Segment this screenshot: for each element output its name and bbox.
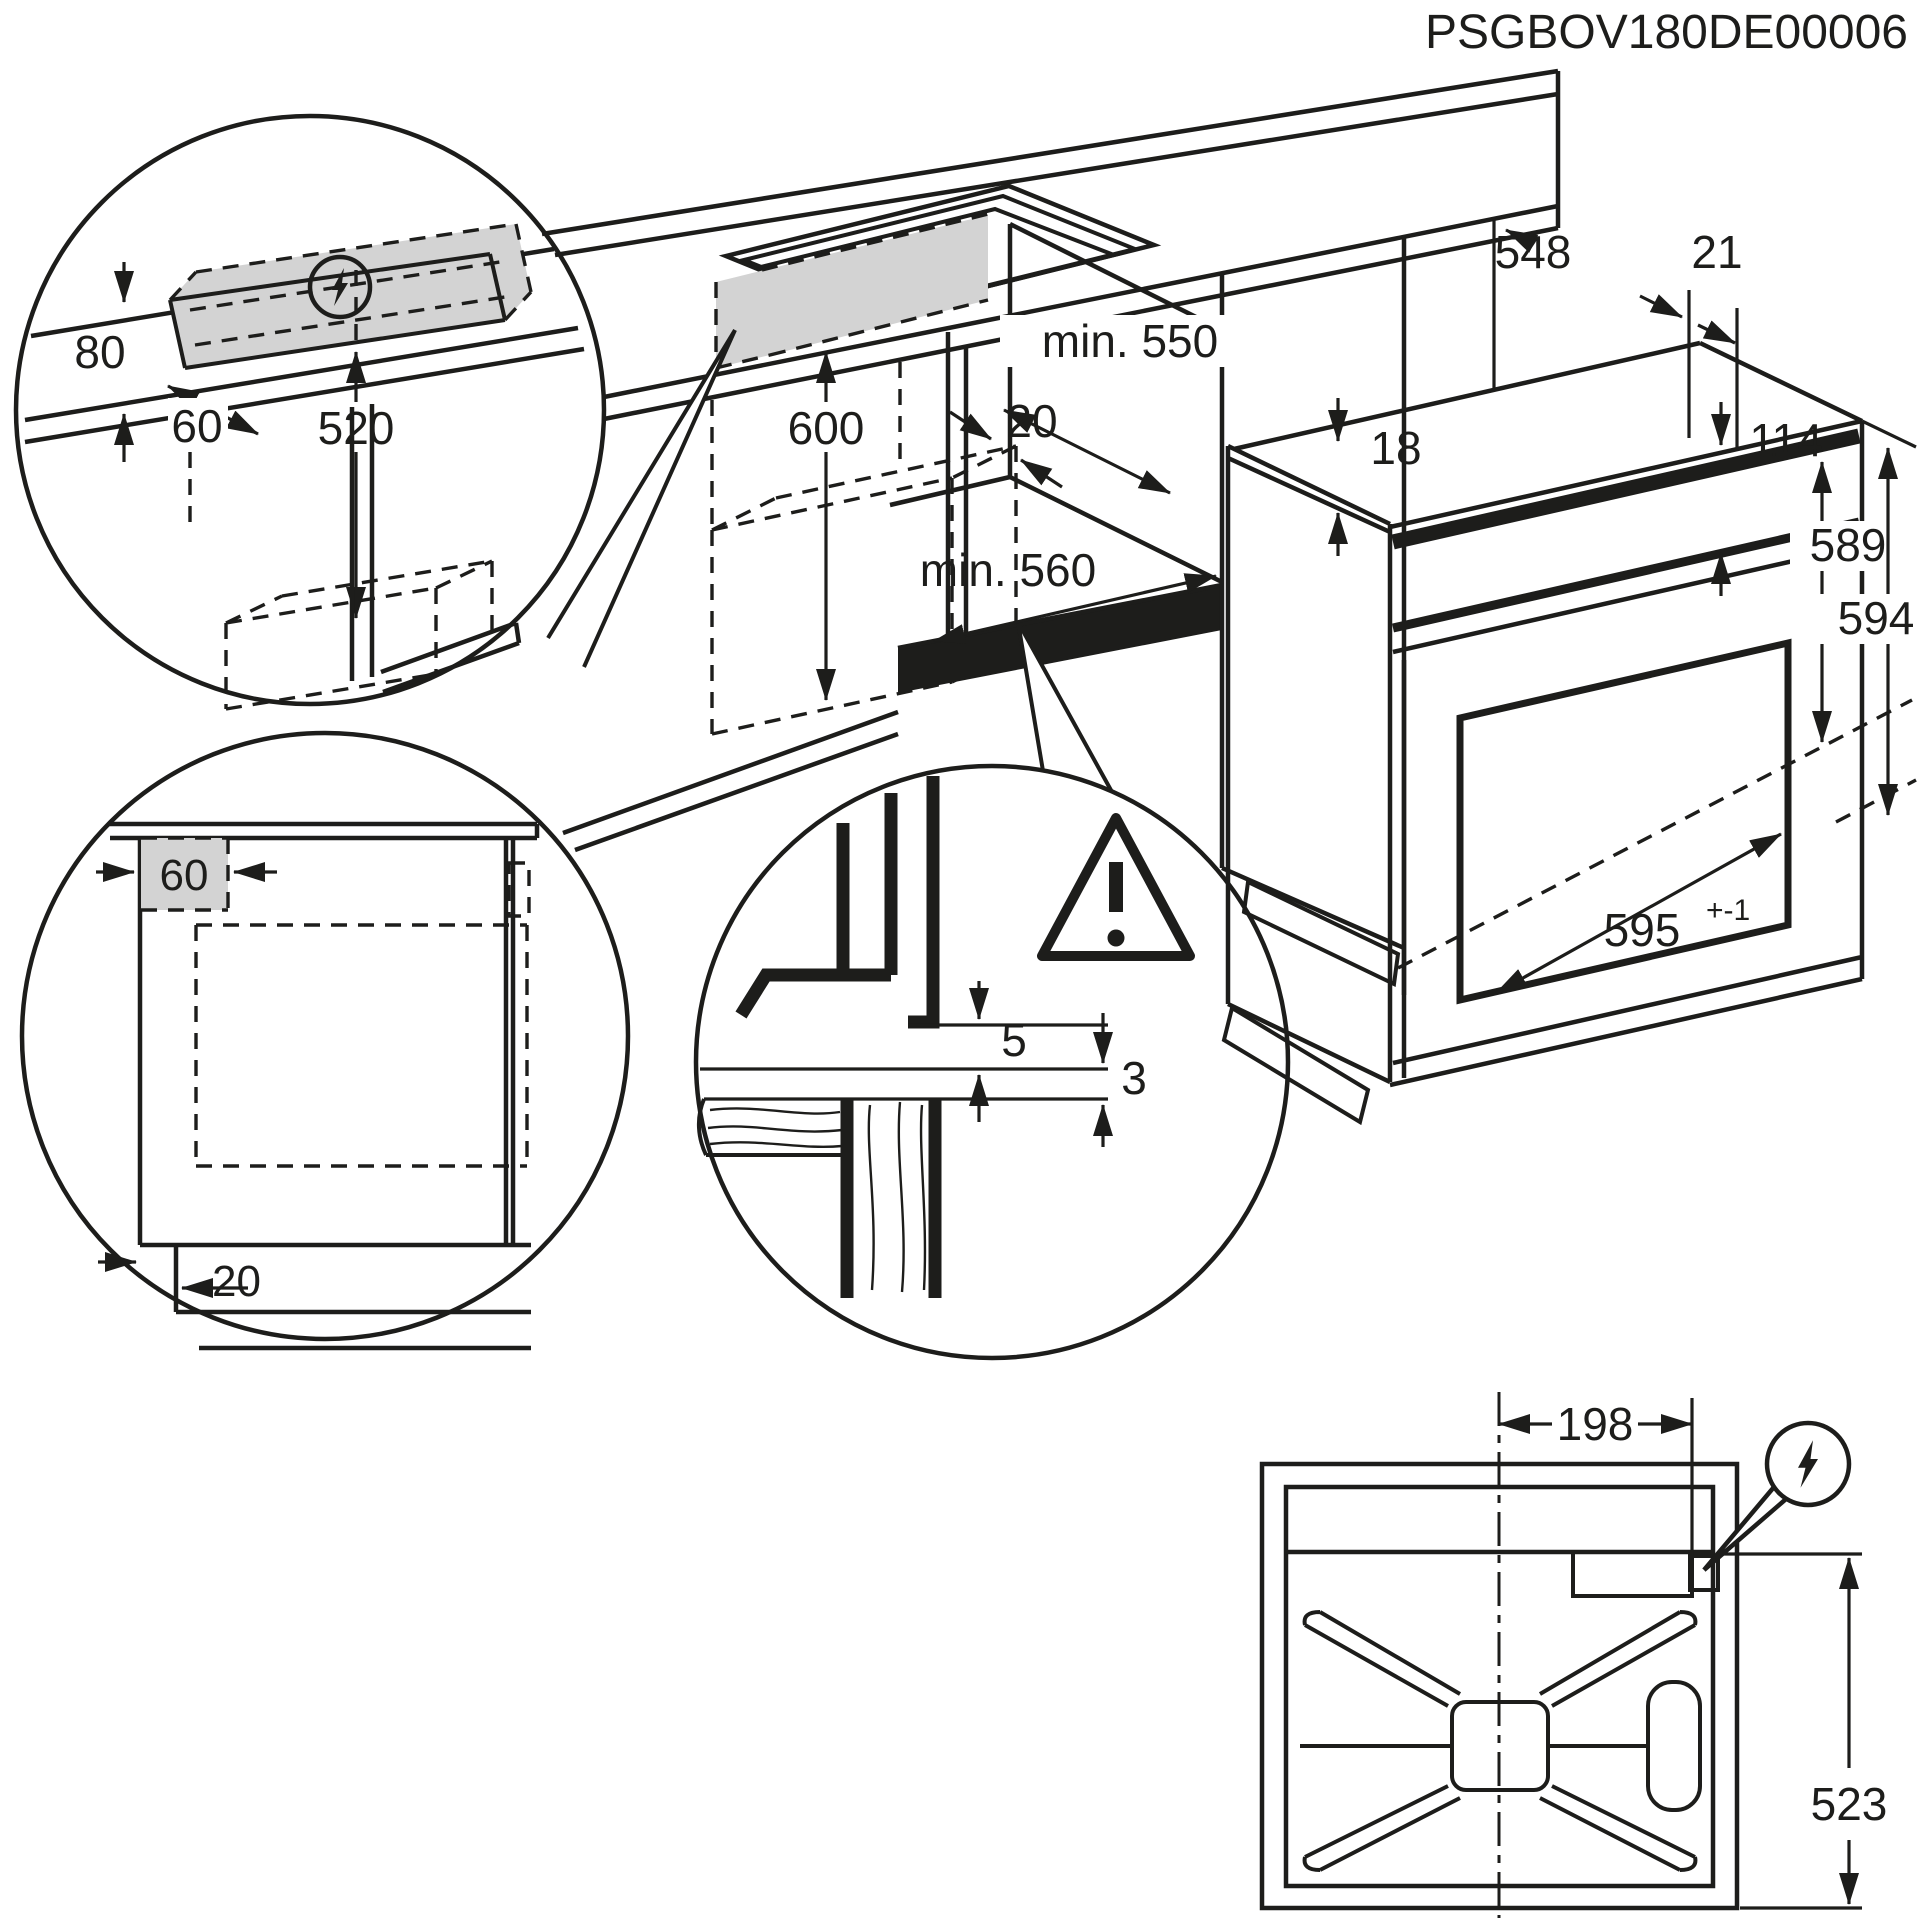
dim-overall-height: 594 xyxy=(1818,447,1920,824)
pointer-gap-detail xyxy=(1016,621,1114,793)
dim-body-depth: 548 xyxy=(1492,218,1691,438)
svg-text:594: 594 xyxy=(1838,592,1915,644)
svg-text:20: 20 xyxy=(212,1257,261,1306)
svg-text:+-1: +-1 xyxy=(1706,894,1750,927)
dim-connection-drop: 523 xyxy=(1716,1552,1888,1910)
lightning-icon-rear xyxy=(1702,1420,1852,1572)
connection-box xyxy=(168,222,533,370)
svg-text:114: 114 xyxy=(1749,414,1822,466)
svg-text:20: 20 xyxy=(1006,395,1057,447)
svg-text:595: 595 xyxy=(1604,904,1681,956)
svg-text:80: 80 xyxy=(74,326,125,378)
dim-niche-height: 600 xyxy=(788,351,865,701)
oven-view: 548 21 18 114 589 594 xyxy=(1221,218,1920,1126)
detail-circle-side: 60 20 xyxy=(19,730,631,1351)
dim-connection-offset-rear: 198 xyxy=(1498,1398,1694,1556)
dim-oven-width: 595 +-1 xyxy=(1397,698,1913,995)
lightning-icon xyxy=(307,254,373,320)
dim-connection-offset: 60 xyxy=(167,384,259,525)
warning-icon xyxy=(1037,813,1195,961)
detail-circle-gap: 5 3 xyxy=(693,763,1291,1361)
dim-upper-gap: 5 xyxy=(969,981,1027,1122)
svg-text:min. 550: min. 550 xyxy=(1042,315,1218,367)
dim-drop-height: 520 xyxy=(316,351,400,619)
connection-zone-panel xyxy=(714,211,993,370)
main-view: 600 min. 550 20 min. 560 xyxy=(541,68,1561,995)
svg-text:21: 21 xyxy=(1691,226,1742,278)
pointer-connection-detail xyxy=(546,328,737,668)
dim-panel-height: 114 xyxy=(1711,402,1823,596)
worktop-wood-section xyxy=(697,1098,844,1157)
svg-text:520: 520 xyxy=(318,402,395,454)
svg-text:548: 548 xyxy=(1495,226,1572,278)
svg-text:600: 600 xyxy=(788,402,865,454)
svg-text:589: 589 xyxy=(1810,519,1887,571)
drawing-code: PSGBOV180DE00006 xyxy=(1425,6,1908,59)
connection-zone-side: 60 xyxy=(141,836,230,912)
svg-text:60: 60 xyxy=(160,851,209,900)
svg-text:min. 560: min. 560 xyxy=(920,544,1096,596)
svg-text:5: 5 xyxy=(1001,1014,1027,1066)
dim-niche-width: min. 560 xyxy=(920,544,1217,644)
svg-text:18: 18 xyxy=(1370,422,1421,474)
dim-rear-gap: 20 xyxy=(949,395,1063,489)
dim-connection-gap: 80 xyxy=(74,262,134,462)
svg-text:198: 198 xyxy=(1557,1398,1634,1450)
dim-lower-gap: 3 xyxy=(1093,1013,1147,1147)
svg-text:60: 60 xyxy=(171,400,222,452)
rear-view: 198 523 xyxy=(1259,1392,1888,1918)
dim-top-clearance: 18 xyxy=(1328,398,1422,556)
dim-niche-depth: min. 550 xyxy=(1000,315,1260,495)
cabinet-wood-section xyxy=(840,1099,942,1298)
svg-text:523: 523 xyxy=(1811,1778,1888,1830)
terminal-box xyxy=(1571,1550,1720,1598)
dim-front-overhang: 21 xyxy=(1691,226,1743,448)
svg-text:3: 3 xyxy=(1121,1052,1147,1104)
detail-circle-electrical: 80 60 520 xyxy=(13,113,607,711)
dim-plinth-recess: 20 xyxy=(98,1252,261,1306)
